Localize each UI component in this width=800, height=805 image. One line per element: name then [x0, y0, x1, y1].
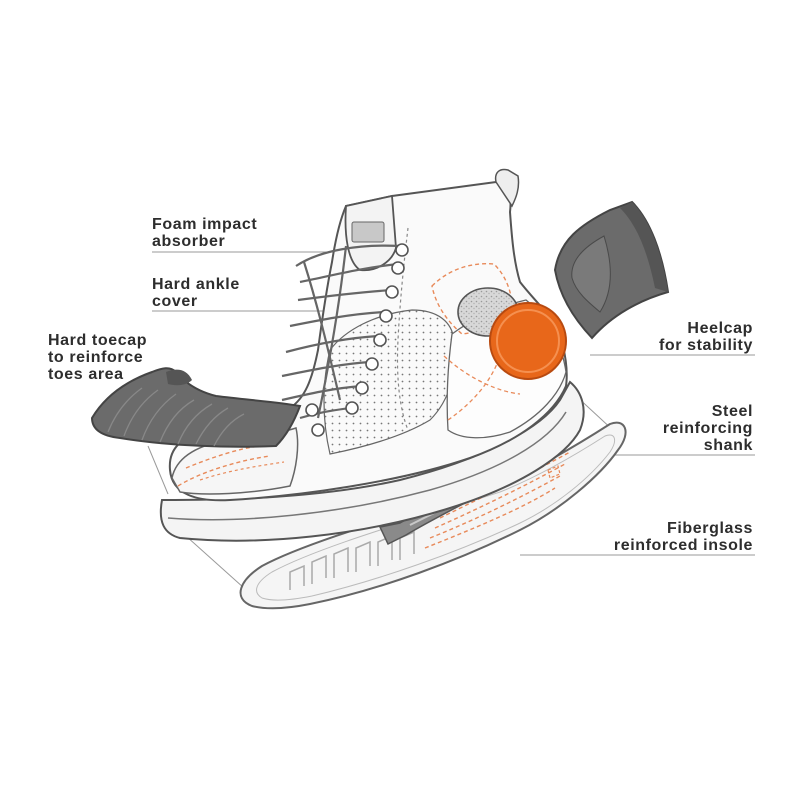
label-toecap-line-1: Hard toecap [48, 332, 148, 349]
toecap-piece [90, 367, 302, 448]
label-insole-line-2: reinforced insole [613, 537, 753, 554]
label-foam-line-1: Foam impact [152, 216, 258, 233]
label-heelcap-line-1: Heelcap [687, 320, 753, 337]
label-hard-toecap: Hard toecap to reinforce toes area [48, 332, 147, 383]
guide-toecap-2 [185, 535, 245, 589]
label-ankle-line-1: Hard ankle [152, 276, 240, 293]
label-heelcap-line-2: for stability [658, 337, 753, 354]
heelcap-piece [553, 200, 670, 340]
guide-toecap-1 [147, 445, 169, 495]
label-toecap-line-2: to reinforce [48, 349, 144, 366]
label-heelcap: Heelcap for stability [659, 320, 753, 354]
label-steel-shank: Steel reinforcing shank [663, 403, 753, 454]
label-fiberglass-insole: Fiberglass reinforced insole [614, 520, 753, 554]
heelcap-disc [489, 302, 567, 380]
label-hard-ankle-cover: Hard ankle cover [152, 276, 240, 310]
label-shank-line-1: Steel [711, 403, 753, 420]
label-insole-line-1: Fiberglass [666, 520, 753, 537]
label-foam-line-2: absorber [152, 233, 226, 250]
label-shank-line-2: reinforcing [662, 420, 753, 437]
label-shank-line-3: shank [703, 437, 753, 454]
label-ankle-line-2: cover [152, 293, 198, 310]
label-toecap-line-3: toes area [48, 366, 124, 383]
label-foam-impact-absorber: Foam impact absorber [152, 216, 257, 250]
